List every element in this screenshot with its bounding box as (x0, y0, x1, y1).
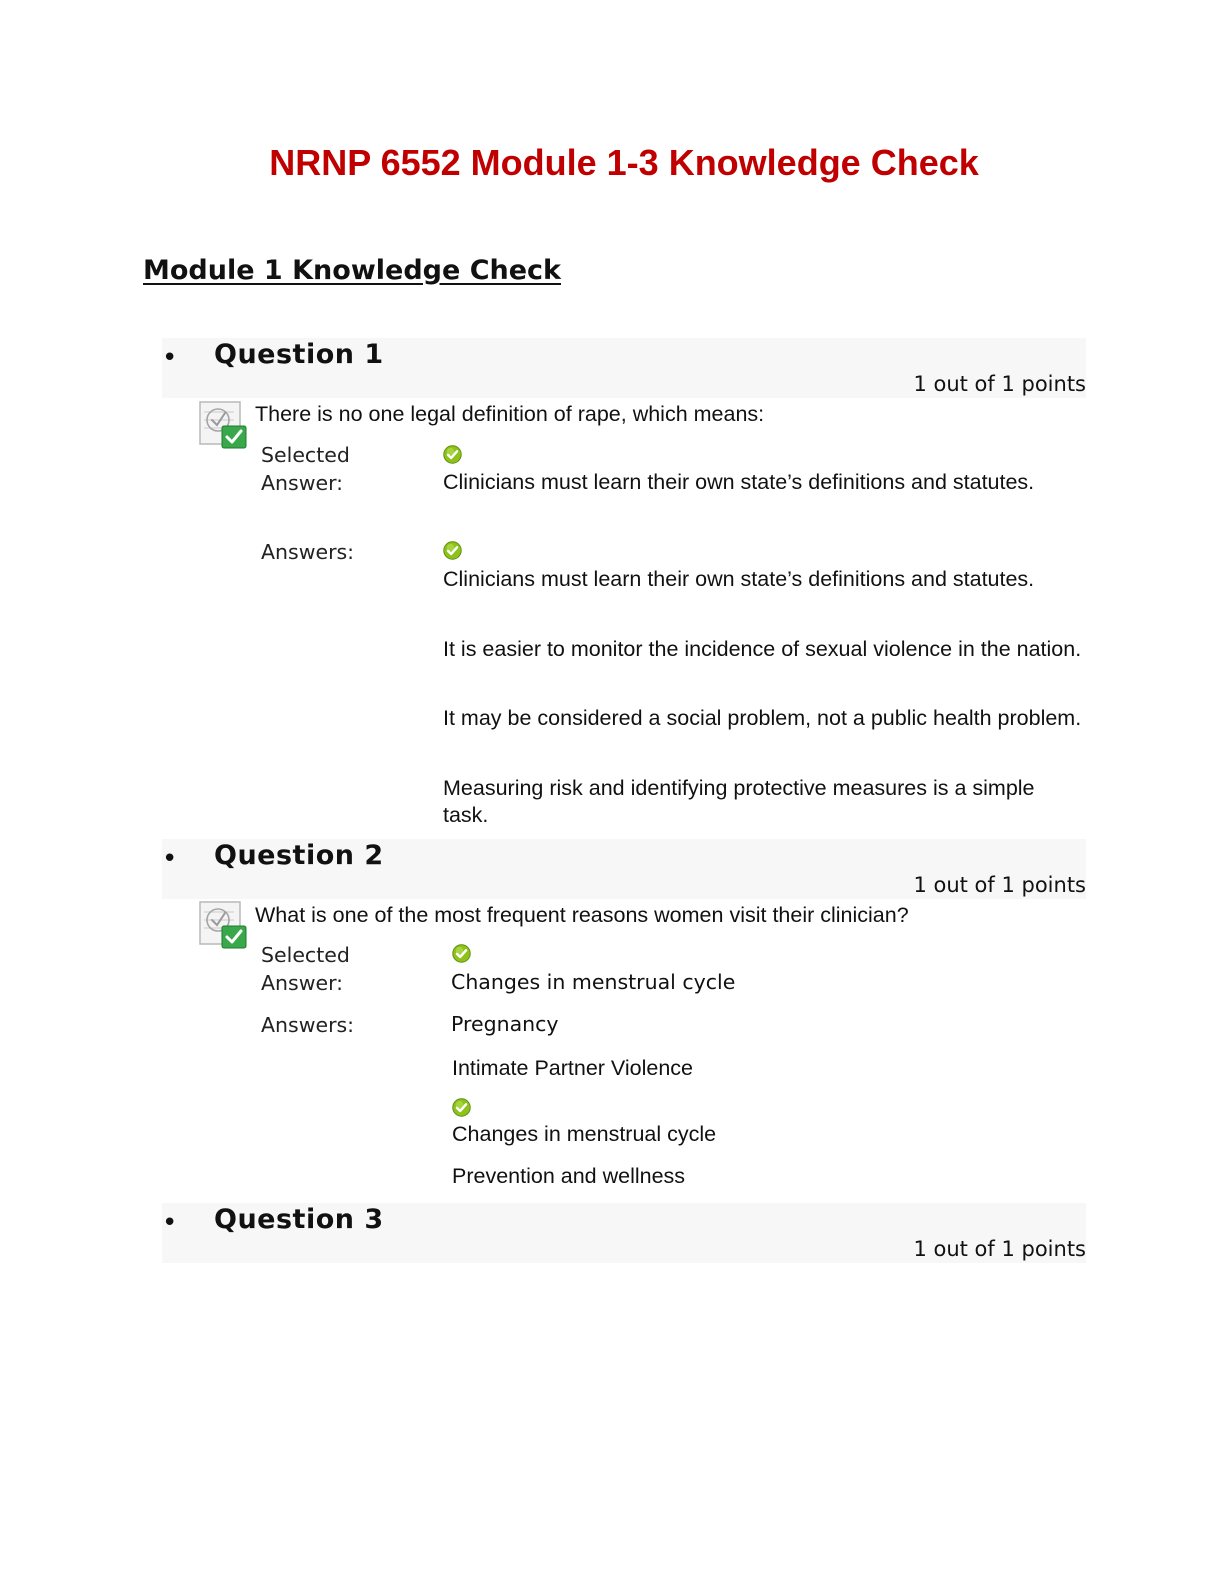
question-1-title: Question 1 (214, 339, 384, 370)
question-2-header: • Question 2 1 out of 1 points (162, 839, 1086, 899)
question-2-text: What is one of the most frequent reasons… (255, 903, 909, 927)
question-1-header: • Question 1 1 out of 1 points (162, 338, 1086, 398)
question-2-title: Question 2 (214, 840, 384, 871)
question-1-selected-label: Selected Answer: (261, 443, 350, 495)
question-3-header: • Question 3 1 out of 1 points (162, 1203, 1086, 1263)
question-1-selected-answer: Clinicians must learn their own state’s … (443, 470, 1035, 494)
question-2-selected-label: Selected Answer: (261, 943, 350, 995)
green-check-icon (452, 944, 471, 963)
section-heading: Module 1 Knowledge Check (143, 255, 561, 286)
question-3-title: Question 3 (214, 1204, 384, 1235)
answer-option: It may be considered a social problem, n… (443, 706, 1082, 730)
answer-option: Measuring risk and identifying protectiv… (443, 776, 1035, 827)
green-check-icon (443, 541, 462, 560)
answer-option: Intimate Partner Violence (452, 1056, 694, 1080)
graded-correct-icon (198, 900, 250, 950)
answer-option: Pregnancy (451, 1012, 559, 1036)
question-2-answers-label: Answers: (261, 1013, 355, 1037)
question-1-answers-label: Answers: (261, 540, 355, 564)
document-title: NRNP 6552 Module 1-3 Knowledge Check (269, 142, 979, 183)
question-1-points: 1 out of 1 points (913, 372, 1086, 396)
green-check-icon (443, 445, 462, 464)
question-1-text: There is no one legal definition of rape… (255, 402, 765, 426)
bullet: • (162, 1208, 178, 1238)
question-2-points: 1 out of 1 points (913, 873, 1086, 897)
green-check-icon (452, 1098, 471, 1117)
bullet: • (162, 844, 178, 874)
answer-option: Clinicians must learn their own state’s … (443, 567, 1035, 591)
answer-option: It is easier to monitor the incidence of… (443, 637, 1082, 661)
answer-option: Changes in menstrual cycle (452, 1122, 717, 1146)
graded-correct-icon (198, 400, 250, 450)
question-3-points: 1 out of 1 points (913, 1237, 1086, 1261)
question-2-selected-answer: Changes in menstrual cycle (451, 970, 736, 994)
answer-option: Prevention and wellness (452, 1164, 686, 1188)
bullet: • (162, 343, 178, 373)
